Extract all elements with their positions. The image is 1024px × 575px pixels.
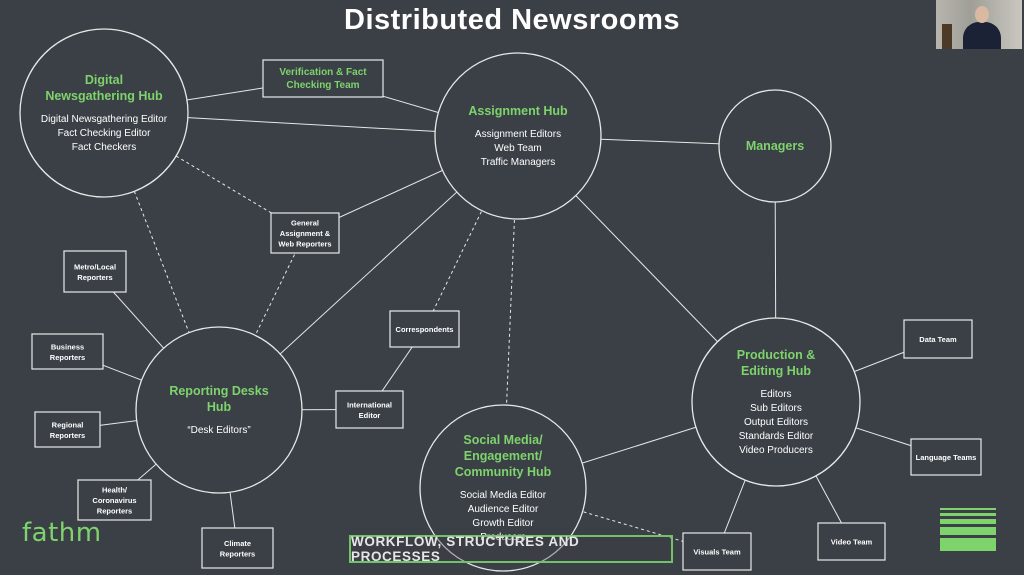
box-verification-line: Verification & Fact xyxy=(279,67,367,78)
hub-social-title: Community Hub xyxy=(455,465,552,479)
box-visuals: Visuals Team xyxy=(682,532,752,571)
box-language: Language Teams xyxy=(910,438,982,476)
hub-digital-title: Digital xyxy=(85,73,123,87)
hub-digital-role: Fact Checking Editor xyxy=(58,128,151,139)
hub-production-role: Sub Editors xyxy=(750,403,802,414)
hub-managers: Managers xyxy=(718,89,832,203)
hub-social-title: Social Media/ xyxy=(463,433,543,447)
hub-production-role: Standards Editor xyxy=(739,431,814,442)
hub-managers-title: Managers xyxy=(746,139,804,153)
presenter-video-thumbnail xyxy=(936,0,1022,49)
box-video-line: Video Team xyxy=(831,538,873,547)
hub-digital-title: Newsgathering Hub xyxy=(45,89,163,103)
box-business-line: Reporters xyxy=(50,353,85,362)
hub-digital-role: Digital Newsgathering Editor xyxy=(41,114,168,125)
box-general-line: Web Reporters xyxy=(278,240,331,249)
hub-production-role: Video Producers xyxy=(739,445,813,456)
box-regional-line: Regional xyxy=(52,420,84,429)
hub-production-title: Editing Hub xyxy=(741,364,811,378)
slide-title: Distributed Newsrooms xyxy=(344,4,680,36)
footer-banner: WORKFLOW, STRUCTURES AND PROCESSES xyxy=(349,534,673,564)
box-correspondents-line: Correspondents xyxy=(396,325,454,334)
brand-logo: fathm xyxy=(22,518,102,548)
hub-production-role: Output Editors xyxy=(744,417,808,428)
hub-social-role: Social Media Editor xyxy=(460,490,547,501)
box-health-line: Health/ xyxy=(102,486,128,495)
box-language-line: Language Teams xyxy=(916,453,977,462)
box-climate-line: Climate xyxy=(224,539,251,548)
box-regional-line: Reporters xyxy=(50,431,85,440)
box-video: Video Team xyxy=(817,522,886,561)
bars-logo-icon xyxy=(940,508,996,554)
hub-digital-role: Fact Checkers xyxy=(72,142,136,153)
box-data-line: Data Team xyxy=(919,335,957,344)
hub-reporting-role: “Desk Editors” xyxy=(187,425,250,436)
hub-social: Social Media/Engagement/Community HubSoc… xyxy=(419,404,587,572)
box-business-line: Business xyxy=(51,342,84,351)
box-health-line: Reporters xyxy=(97,507,132,516)
box-health-line: Coronavirus xyxy=(92,496,136,505)
hub-assignment-role: Web Team xyxy=(494,143,541,154)
hub-social-role: Audience Editor xyxy=(468,504,539,515)
hub-production-role: Editors xyxy=(760,389,791,400)
box-international-line: Editor xyxy=(359,411,381,420)
box-climate-line: Reporters xyxy=(220,549,255,558)
hub-social-role: Producers xyxy=(480,532,526,543)
box-general-line: General xyxy=(291,219,319,228)
hub-production-title: Production & xyxy=(737,348,815,362)
box-visuals-line: Visuals Team xyxy=(693,548,741,557)
hub-assignment-role: Traffic Managers xyxy=(481,157,555,168)
hub-reporting-title: Reporting Desks xyxy=(169,384,268,398)
box-metro-line: Reporters xyxy=(77,273,112,282)
box-verification-line: Checking Team xyxy=(286,80,359,91)
hub-social-title: Engagement/ xyxy=(464,449,543,463)
hub-assignment-title: Assignment Hub xyxy=(468,104,568,118)
connector-assignment-social xyxy=(502,135,519,489)
box-correspondents: Correspondents xyxy=(389,310,460,348)
box-general-line: Assignment & xyxy=(280,229,331,238)
box-international-line: International xyxy=(347,400,392,409)
hub-reporting-title: Hub xyxy=(207,400,232,414)
box-metro-line: Metro/Local xyxy=(74,262,116,271)
hub-assignment-role: Assignment Editors xyxy=(475,129,561,140)
hub-social-role: Growth Editor xyxy=(472,518,534,529)
box-data: Data Team xyxy=(903,319,973,359)
